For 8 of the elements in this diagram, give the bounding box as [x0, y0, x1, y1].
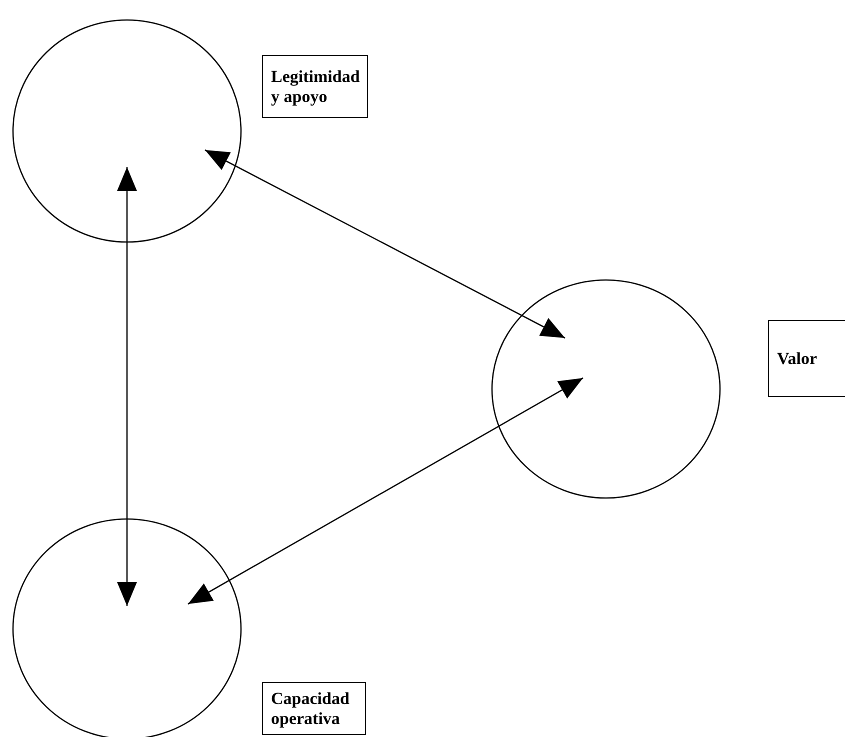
label-box: Capacidad operativa	[262, 682, 366, 735]
label-box: Legitimidad y apoyo	[262, 55, 368, 118]
circle-shape	[12, 19, 242, 243]
double-arrow	[188, 377, 584, 605]
double-arrow	[204, 149, 566, 339]
double-arrow	[117, 167, 137, 606]
circle-shape	[491, 279, 721, 499]
label-box: Valor	[768, 320, 845, 397]
